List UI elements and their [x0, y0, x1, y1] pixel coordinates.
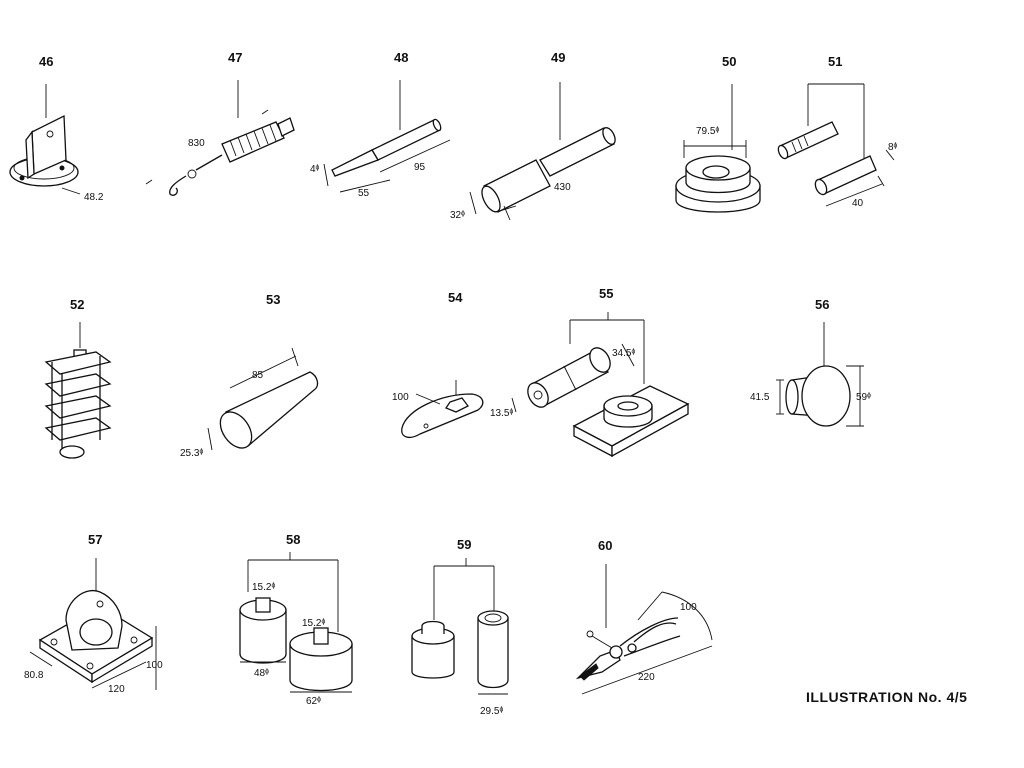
- dimension-label: 29.5ᶲ: [480, 706, 503, 717]
- tool-51: 51 8ᶲ 40: [777, 54, 898, 209]
- dimension-label: 79.5ᶲ: [696, 126, 719, 137]
- dimension-label: 120: [108, 684, 125, 695]
- tool-53: 53 85 25.3ᶲ: [180, 292, 319, 459]
- dimension-label: 15.2ᶲ: [252, 582, 275, 593]
- item-number: 57: [88, 532, 102, 547]
- item-number: 59: [457, 537, 471, 552]
- dimension-label: 430: [554, 182, 571, 193]
- item-number: 58: [286, 532, 300, 547]
- dimension-label: 13.5ᶲ: [490, 408, 513, 419]
- item-number: 49: [551, 50, 565, 65]
- dimension-label: 8ᶲ: [888, 142, 898, 153]
- tool-56: 56 41.5 59ᶲ: [750, 297, 871, 427]
- item-number: 56: [815, 297, 829, 312]
- item-number: 50: [722, 54, 736, 69]
- tool-48: 48 4ᶲ 95 55: [310, 50, 451, 199]
- dimension-label: 830: [188, 138, 205, 149]
- item-number: 46: [39, 54, 53, 69]
- dimension-label: 32ᶲ: [450, 210, 465, 221]
- item-number: 60: [598, 538, 612, 553]
- tool-47: 47 830: [145, 50, 295, 196]
- dimension-label: 80.8: [24, 670, 44, 681]
- dimension-label: 85: [252, 370, 264, 381]
- item-number: 54: [448, 290, 463, 305]
- dimension-label: 15.2ᶲ: [302, 618, 325, 629]
- dimension-label: 48.2: [84, 192, 104, 203]
- tool-55: 55 34.5ᶲ 13.5ᶲ: [490, 286, 690, 458]
- dimension-label: 59ᶲ: [856, 392, 871, 403]
- dimension-label: 4ᶲ: [310, 164, 320, 175]
- dimension-label: 40: [852, 198, 864, 209]
- dimension-label: 100: [392, 392, 409, 403]
- illustration-caption: ILLUSTRATION No. 4/5: [806, 689, 967, 705]
- dimension-label: 55: [358, 188, 370, 199]
- dimension-label: 220: [638, 672, 655, 683]
- dimension-label: 48ᶲ: [254, 668, 269, 679]
- item-number: 55: [599, 286, 613, 301]
- item-number: 53: [266, 292, 280, 307]
- tool-54: 54 100: [392, 290, 484, 439]
- tool-58: 58 15.2ᶲ 48ᶲ 15.2ᶲ 62ᶲ: [239, 532, 353, 707]
- dimension-label: 95: [414, 162, 426, 173]
- dimension-label: 34.5ᶲ: [612, 348, 635, 359]
- tool-49: 49 430 32ᶲ: [450, 50, 616, 221]
- tool-60: 60 100 220: [575, 538, 713, 695]
- dimension-label: 62ᶲ: [306, 696, 321, 707]
- dimension-label: 25.3ᶲ: [180, 448, 203, 459]
- tool-46: 46 48.2: [9, 54, 104, 203]
- tool-52: 52: [44, 297, 112, 459]
- item-number: 47: [228, 50, 242, 65]
- item-number: 51: [828, 54, 842, 69]
- dimension-label: 41.5: [750, 392, 770, 403]
- tool-57: 57 80.8 120 100: [24, 532, 163, 695]
- dimension-label: 100: [146, 660, 163, 671]
- tool-59: 59 29.5ᶲ: [411, 537, 509, 717]
- item-number: 52: [70, 297, 84, 312]
- item-number: 48: [394, 50, 408, 65]
- tool-50: 50 79.5ᶲ: [675, 54, 761, 213]
- dimension-label: 100: [680, 602, 697, 613]
